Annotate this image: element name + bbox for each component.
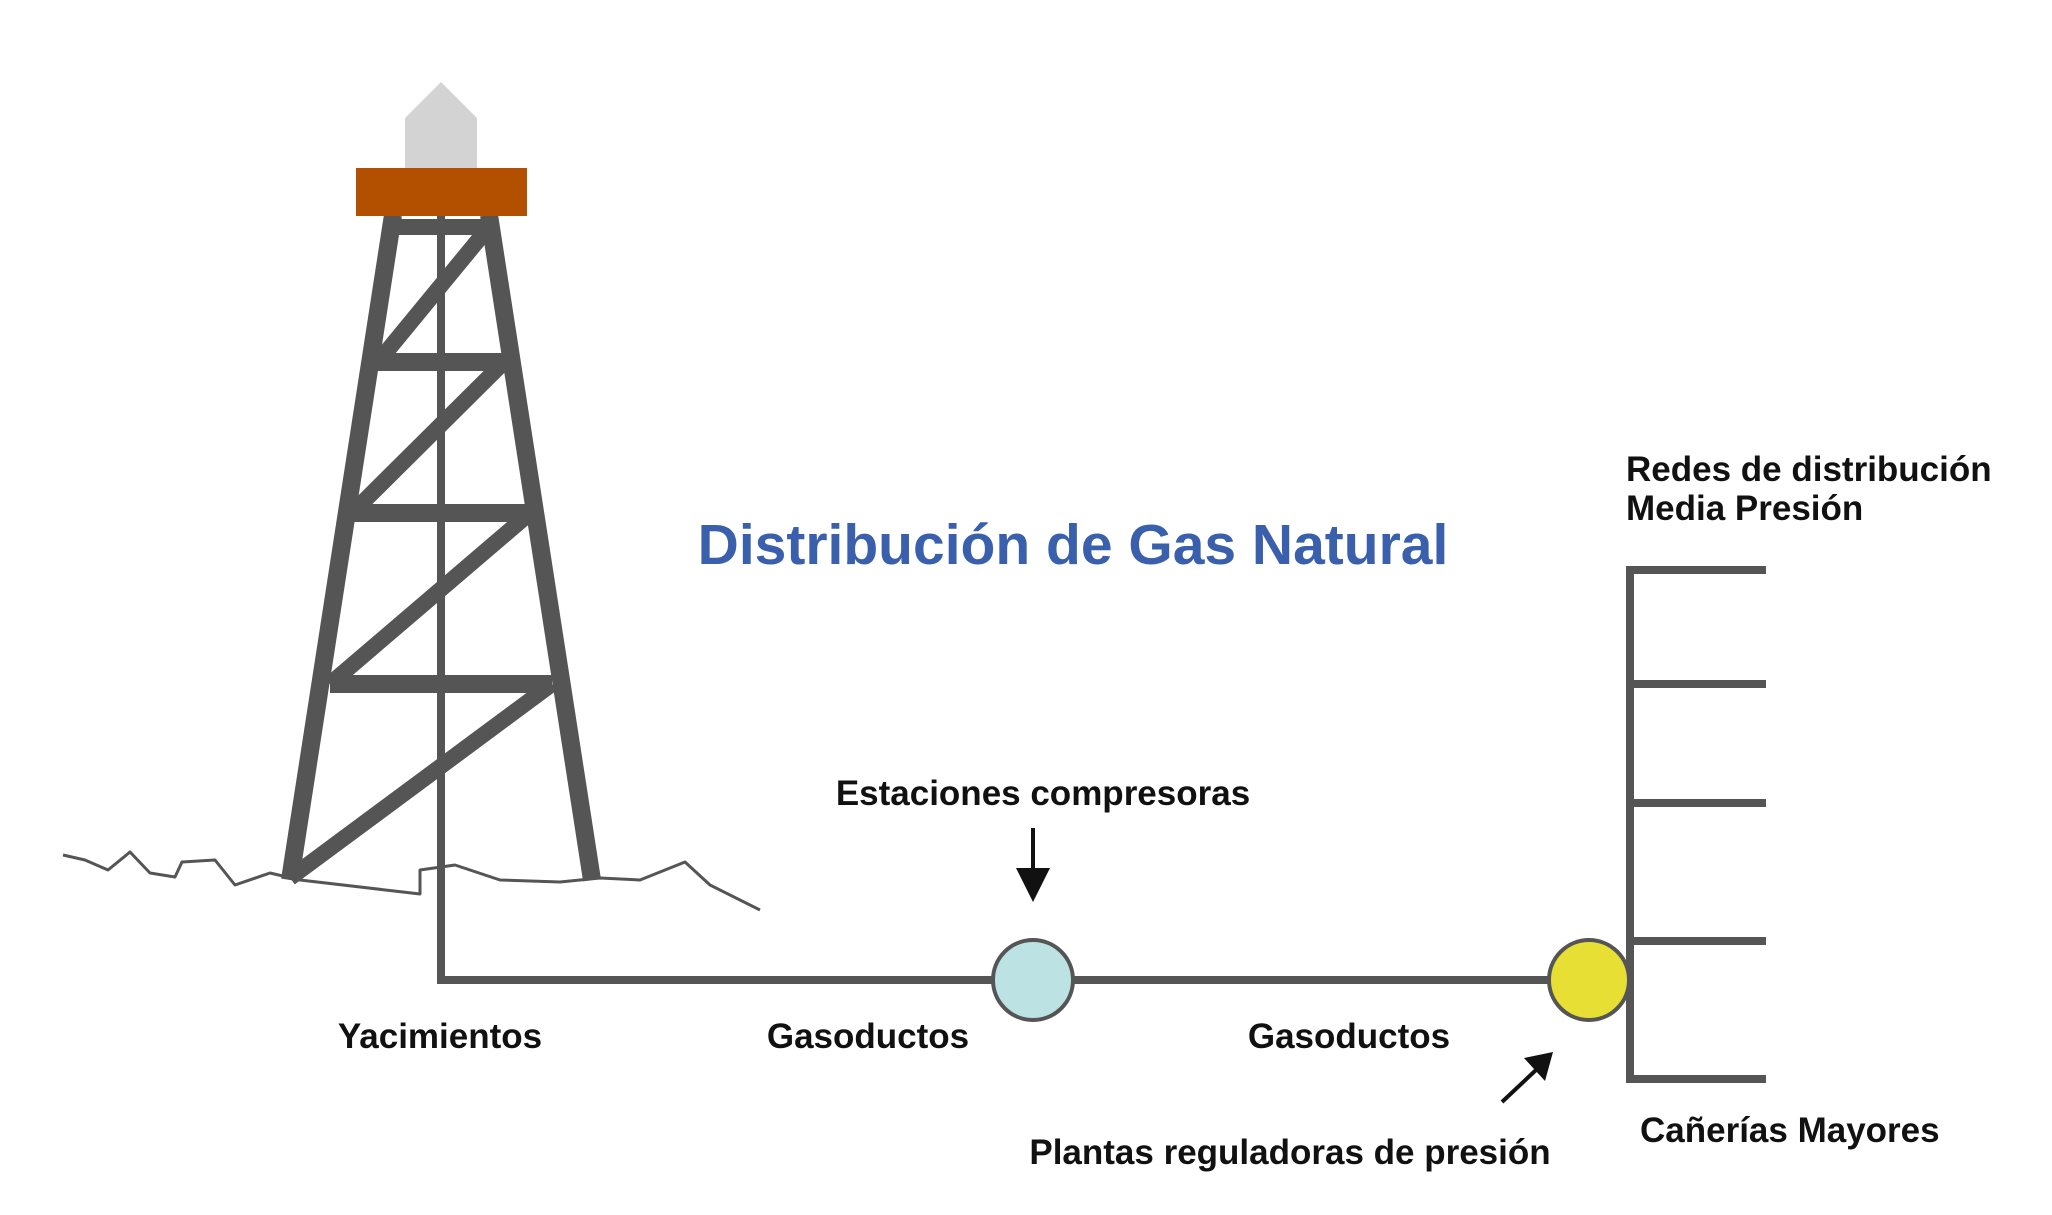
brace-d-2 <box>346 356 510 519</box>
derrick-tower <box>281 82 601 980</box>
label-canerias-mayores: Cañerías Mayores <box>1640 1111 1940 1150</box>
brace-d-1 <box>371 221 496 368</box>
diagram-title: Distribución de Gas Natural <box>698 513 1449 577</box>
arrow-to-regulator <box>1500 1052 1553 1104</box>
label-redes-distribucion: Redes de distribución <box>1626 450 1992 489</box>
label-estaciones-compresoras: Estaciones compresoras <box>836 774 1250 813</box>
regulator-plant-node <box>1547 938 1631 1022</box>
brace-d-4 <box>285 677 557 885</box>
derrick-platform <box>356 168 527 216</box>
label-yacimientos: Yacimientos <box>338 1017 542 1056</box>
main-pipeline <box>437 975 1625 984</box>
ground-line <box>62 850 761 912</box>
derrick-right-leg <box>480 213 601 882</box>
label-plantas-reguladoras: Plantas reguladoras de presión <box>1029 1133 1550 1172</box>
derrick-left-leg <box>281 213 402 882</box>
arrow-to-compressor <box>1016 828 1050 902</box>
compressor-station-node <box>991 938 1075 1022</box>
derrick-cap <box>405 82 477 170</box>
label-media-presion: Media Presión <box>1626 489 1863 528</box>
brace-d-3 <box>324 506 536 691</box>
label-gasoductos-1: Gasoductos <box>767 1017 969 1056</box>
distribution-network <box>1626 566 1766 1083</box>
label-gasoductos-2: Gasoductos <box>1248 1017 1450 1056</box>
